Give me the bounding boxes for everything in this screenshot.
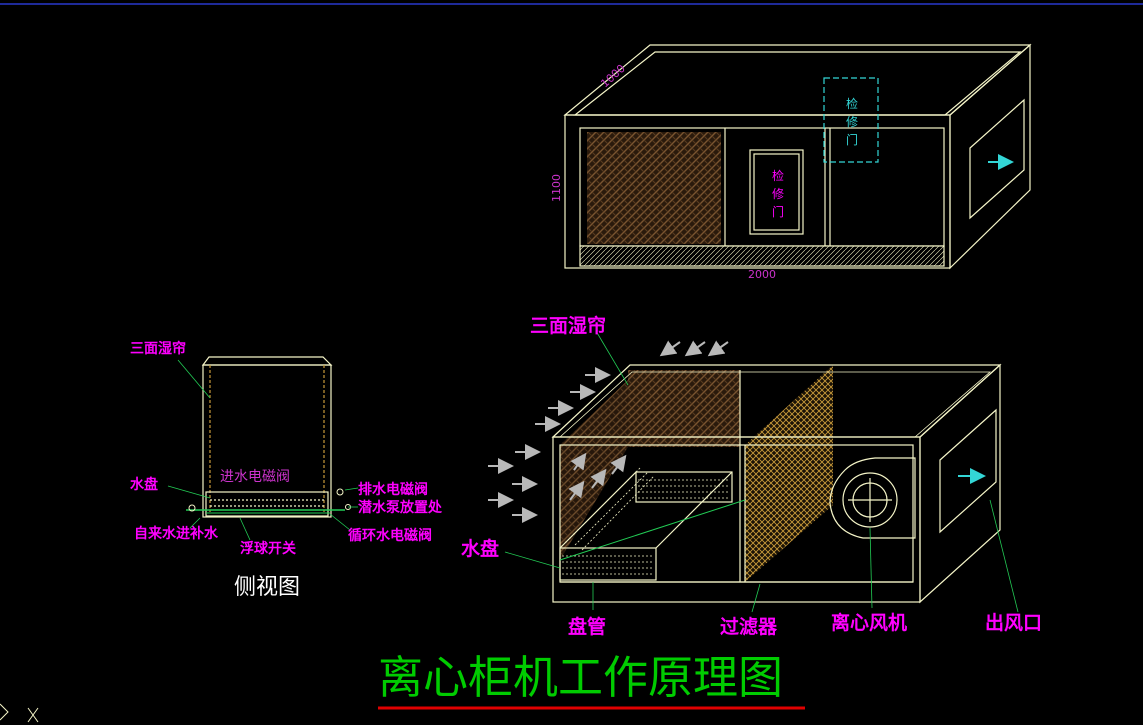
main-view-filter <box>745 365 833 582</box>
ucs-icon <box>0 703 39 723</box>
side-view-leaders <box>167 359 359 541</box>
top-view-front-door <box>749 149 804 235</box>
main-label-outlet: 出风口 <box>985 611 1042 634</box>
main-view-side-pad <box>560 380 628 560</box>
main-view-leaders <box>504 330 1019 613</box>
dim-height: 1100 <box>550 174 563 202</box>
top-view-side-face <box>949 43 1031 270</box>
top-view-top-door <box>823 77 879 163</box>
main-view-unit <box>551 363 1002 604</box>
side-label-inlet-valve: 进水电磁阀 <box>220 469 290 485</box>
top-view-base <box>579 245 945 267</box>
main-label-pad: 三面湿帘 <box>530 314 606 337</box>
airflow-arrows <box>488 340 729 523</box>
dim-depth: 1000 <box>598 62 628 90</box>
side-label-pad: 三面湿帘 <box>130 340 186 357</box>
side-view-valve <box>336 488 344 496</box>
side-label-tray: 水盘 <box>130 476 158 493</box>
main-label-tray: 水盘 <box>461 537 499 560</box>
side-view-title: 侧视图 <box>234 575 300 600</box>
top-view-front-door-label: 检修门 <box>772 168 784 219</box>
main-label-coil: 盘管 <box>568 615 606 638</box>
top-view-top-door-label: 检修门 <box>846 96 858 147</box>
dim-width: 2000 <box>748 268 776 281</box>
main-view-water-line <box>559 499 746 561</box>
side-view-inlet <box>188 504 196 512</box>
side-label-tap-water: 自来水进补水 <box>134 525 219 542</box>
top-view-roof <box>563 44 1032 116</box>
side-label-drain-valve: 排水电磁阀 <box>358 481 428 498</box>
top-view-unit <box>563 43 1032 270</box>
main-view-back-pad <box>628 370 740 447</box>
side-label-circ-valve: 循环水电磁阀 <box>348 527 432 544</box>
main-label-fan: 离心风机 <box>831 611 907 634</box>
top-view-pad <box>587 132 721 244</box>
main-view-fan <box>829 457 916 539</box>
main-view-coil-tubes <box>562 467 730 575</box>
diagram-title: 离心柜机工作原理图 <box>378 651 783 704</box>
side-label-float: 浮球开关 <box>240 540 296 557</box>
main-label-filter: 过滤器 <box>720 616 778 638</box>
side-view-unit <box>201 356 333 518</box>
side-label-pump: 潜水泵放置处 <box>358 499 443 516</box>
